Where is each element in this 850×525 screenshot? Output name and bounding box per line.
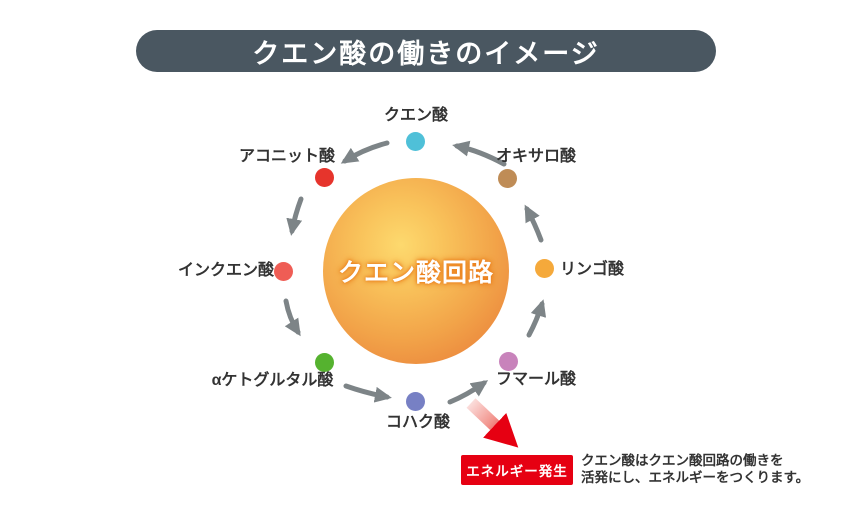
callout-description-line2: 活発にし、エネルギーをつくります。 (581, 470, 810, 485)
node-dot-isocitric-acid (274, 262, 293, 281)
node-label-isocitric-acid: インクエン酸 (177, 262, 274, 279)
arrow-malic-to-oxalo (524, 204, 544, 243)
title-bar: クエン酸の働きのイメージ (136, 30, 716, 72)
node-label-aconitic-acid: アコニット酸 (238, 148, 335, 165)
node-dot-malic-acid (535, 259, 554, 278)
page-title: クエン酸の働きのイメージ (252, 38, 600, 69)
node-label-succinic-acid: コハク酸 (385, 414, 450, 431)
arrow-citric-to-aconitic (340, 140, 390, 164)
node-label-malic-acid: リンゴ酸 (560, 261, 625, 278)
node-label-fumaric-acid: フマール酸 (496, 371, 577, 388)
arrow-aconitic-to-isocitric (286, 196, 304, 236)
callout-description: クエン酸はクエン酸回路の働きを 活発にし、エネルギーをつくります。 (581, 452, 809, 486)
energy-badge: エネルギー発生 (461, 455, 573, 485)
energy-badge-label: エネルギー発生 (466, 464, 568, 479)
node-dot-oxalo-acid (498, 169, 517, 188)
node-label-oxalo-acid: オキサロ酸 (496, 148, 577, 165)
cycle-center-label: クエン酸回路 (337, 259, 494, 287)
node-dot-citric-acid (406, 132, 425, 151)
node-label-citric-acid: クエン酸 (383, 107, 448, 124)
node-dot-succinic-acid (406, 392, 425, 411)
arrow-succinic-to-fumaric (447, 380, 489, 405)
node-label-alpha-ketoglutaric-acid: αケトグルタル酸 (211, 372, 334, 389)
energy-arrow (466, 398, 519, 448)
node-dot-aconitic-acid (315, 168, 334, 187)
arrow-alphaketoglutaric-to-succinic (343, 383, 392, 403)
node-dot-fumaric-acid (499, 352, 518, 371)
callout-description-line1: クエン酸はクエン酸回路の働きを (581, 453, 784, 468)
arrow-fumaric-to-malic (526, 299, 547, 338)
arrow-isocitric-to-alphaketoglutaric (283, 298, 301, 337)
cycle-center-circle: クエン酸回路 (323, 178, 509, 364)
arrow-oxalo-to-citric (452, 140, 507, 167)
node-dot-alpha-ketoglutaric-acid (315, 353, 334, 372)
